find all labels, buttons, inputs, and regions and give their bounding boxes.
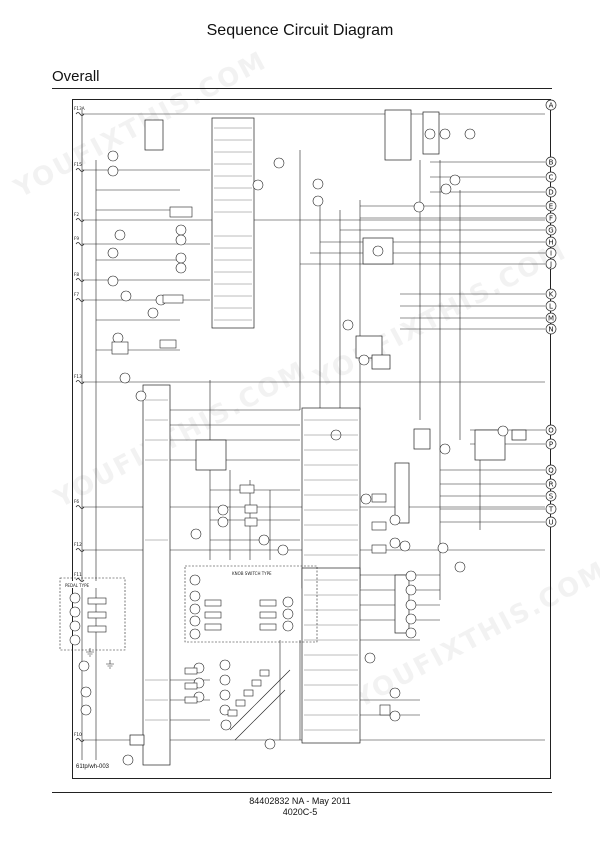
svg-text:A: A [549,102,554,110]
connection-point-s: S [545,490,557,502]
wiring [81,110,545,760]
bottom-rule [52,792,552,793]
connector-block [371,354,391,370]
knob-switch-type-label: KNOB SWITCH TYPE [232,571,272,576]
connection-point-g: G [545,224,557,236]
section-title: Overall [52,68,100,85]
connector-block [394,462,410,524]
svg-text:J: J [549,261,552,269]
svg-text:C: C [549,174,554,182]
svg-text:I: I [550,250,552,258]
connection-point-q: Q [545,464,557,476]
fuse-label: F10 [74,732,82,737]
page-title: Sequence Circuit Diagram [206,22,394,39]
svg-text:P: P [549,441,553,449]
connection-point-m: M [545,312,557,324]
svg-text:E: E [549,203,553,211]
connection-point-u: U [545,516,557,528]
connector-blocks [129,109,527,766]
connection-point-j: J [545,258,557,270]
connector-block [413,428,431,450]
svg-text:U: U [548,519,553,527]
connection-point-t: T [545,503,557,515]
fuse-label: F15 [74,162,82,167]
main-connector-block [211,117,255,329]
pedal-type-label-bg [64,581,100,588]
svg-text:O: O [548,427,554,435]
top-rule [52,88,552,89]
svg-text:B: B [549,159,554,167]
pin-ticks [145,127,358,731]
fuse-label: F6 [74,499,79,504]
svg-text:M: M [548,315,554,323]
main-connector-block [142,384,171,766]
connector-block [384,109,412,161]
fuse-label: F2 [74,212,79,217]
svg-text:F: F [549,215,553,223]
switch-symbols [87,206,391,717]
connection-point-e: E [545,200,557,212]
fuse-label: F9 [74,236,79,241]
svg-text:G: G [548,227,553,235]
connection-point-n: N [545,323,557,335]
connection-point-h: H [545,236,557,248]
connector-block [355,335,383,359]
connector-block [144,119,164,151]
connection-point-f: F [545,212,557,224]
fuse-label: F13A [74,106,85,111]
connection-point-d: D [545,186,557,198]
fuse-label: F12 [74,542,82,547]
pedal-type-label: PEDAL TYPE [65,583,89,588]
svg-text:N: N [548,326,553,334]
fuse-labels: F13A F15 F2 F9 F8 F7 F13 F6 F12 F11 F10 [74,106,85,737]
fuse-label: F8 [74,272,79,277]
component-circles [69,128,509,766]
connection-point-l: L [545,300,557,312]
connector-block [511,429,527,441]
main-connector-block [301,567,361,744]
connection-point-i: I [545,247,557,259]
fuse-label: F13 [74,374,82,379]
svg-text:H: H [548,239,553,247]
ground-symbols [86,648,114,669]
knob-switch-type-box [184,565,318,643]
footer-doc: 84402832 NA - May 2011 [249,796,351,806]
connection-point-b: B [545,156,557,168]
knob-type-label-bg [230,569,280,576]
connection-points: A B C D E F G H I J K L M N O P Q R S T … [545,99,557,528]
svg-text:S: S [549,493,554,501]
connector-block [195,439,227,471]
connection-point-p: P [545,438,557,450]
svg-text:K: K [549,291,554,299]
svg-text:T: T [548,506,554,514]
connection-point-c: C [545,171,557,183]
svg-text:R: R [549,481,554,489]
pedal-type-box [59,577,126,651]
fuse-label: F7 [74,292,79,297]
svg-text:D: D [548,189,553,197]
svg-text:L: L [549,303,553,311]
connection-point-k: K [545,288,557,300]
connection-point-r: R [545,478,557,490]
fuse-symbols [75,112,85,742]
svg-text:Q: Q [548,467,554,475]
connection-point-o: O [545,424,557,436]
diagram-reference: 61tp/wh-003 [76,764,110,770]
connector-block [129,734,145,746]
connection-point-a: A [545,99,557,111]
footer-page: 4020C-5 [282,807,318,817]
fuse-label: F11 [74,572,82,577]
